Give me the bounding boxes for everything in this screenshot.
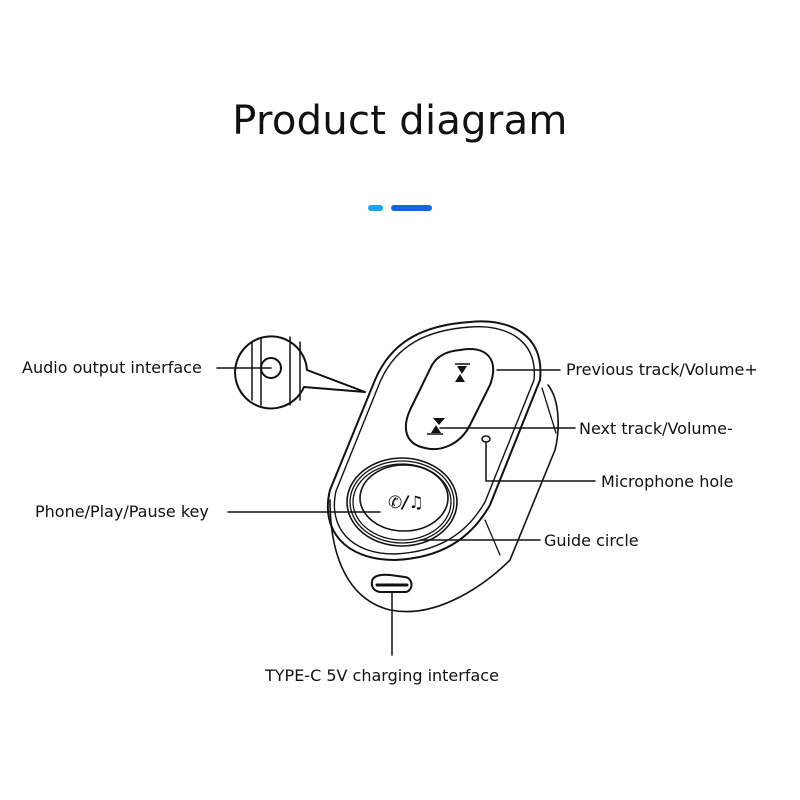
- microphone-hole: [481, 435, 491, 443]
- label-previous-track: Previous track/Volume+: [566, 360, 758, 379]
- guide-circle-inner: [352, 463, 452, 541]
- page-title: Product diagram: [232, 98, 568, 144]
- label-phone-play-pause: Phone/Play/Pause key: [35, 502, 209, 521]
- track-button-pill: [404, 347, 495, 450]
- label-type-c: TYPE-C 5V charging interface: [265, 666, 499, 685]
- play-pause-button: [359, 464, 449, 532]
- guide-circle-mid: [349, 460, 455, 544]
- label-microphone-hole: Microphone hole: [601, 472, 734, 491]
- previous-track-icon: [455, 363, 470, 382]
- label-guide-circle: Guide circle: [544, 531, 639, 550]
- type-c-port: [370, 573, 413, 593]
- device-shell-inner: [333, 325, 535, 555]
- phone-music-icon: ✆/♫: [388, 493, 424, 513]
- accent-bar-long: [391, 205, 432, 211]
- label-next-track: Next track/Volume-: [579, 419, 733, 438]
- guide-circle-outer: [346, 457, 458, 547]
- label-audio-output: Audio output interface: [22, 358, 202, 377]
- accent-bar-short: [368, 205, 383, 211]
- device-shell-outer: [326, 320, 542, 561]
- next-track-icon: [427, 418, 445, 435]
- device-body-side: [329, 384, 559, 613]
